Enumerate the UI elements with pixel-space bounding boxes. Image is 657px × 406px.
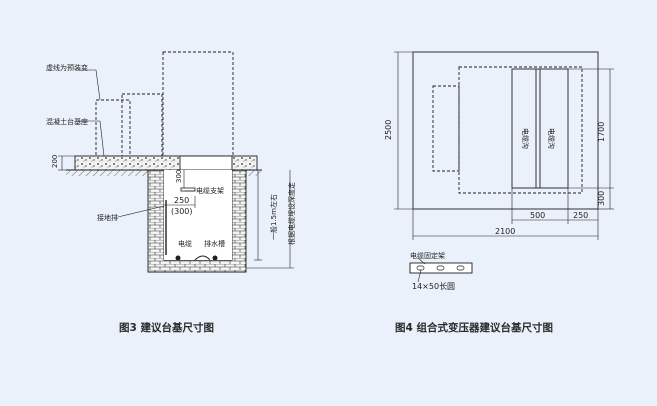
label-concrete-base: 混凝土台基座 [46, 117, 88, 126]
label-slot-size: 14×50长圆 [412, 281, 455, 291]
figure-4: 电缆 沟 电缆 沟 2500 1700 300 500 250 [384, 51, 614, 334]
label-dashed-substation: 虚线为预装变 [46, 63, 88, 72]
label-trench-right: 电缆 [547, 128, 556, 142]
cable-support-bar [180, 187, 196, 192]
cable-circle-2 [212, 255, 218, 261]
left-small-dashed [432, 85, 460, 172]
slab-opening [179, 155, 233, 171]
label-300-fig4: 300 [597, 191, 606, 206]
ground-hatch-right [246, 170, 262, 176]
prefab-substation-outline [95, 51, 234, 157]
dim-1700-300 [568, 68, 614, 210]
label-depth-note: 根据电缆埋设深度定 [287, 182, 296, 245]
label-300: 300 [175, 170, 183, 183]
dim-250 [164, 196, 196, 208]
label-ground-bar: 接地排 [97, 213, 118, 222]
dim-2100 [412, 209, 598, 240]
label-cable: 电缆 [178, 239, 192, 248]
label-2100: 2100 [495, 227, 515, 236]
ground-hatch-left [66, 170, 148, 176]
label-250: 250 [174, 196, 189, 205]
drain-groove [194, 255, 211, 261]
caption-fig4: 图4 组合式变压器建议台基尺寸图 [395, 321, 553, 334]
figure-3: 虚线为预装变 混凝土台基座 200 300 电缆支架 250 (300) 接地排… [46, 51, 296, 334]
outer-base [412, 51, 599, 210]
cable-fixing-bracket [409, 262, 473, 274]
cable-circle-1 [175, 255, 181, 261]
label-cable-fixing: 电缆固定架 [410, 251, 445, 260]
dim-200 [58, 155, 76, 171]
label-1700: 1700 [597, 122, 606, 142]
label-trench-left-2: 沟 [521, 142, 530, 149]
label-200: 200 [51, 155, 59, 168]
pit-interior [164, 170, 232, 260]
label-depth: 一般1.5m左右 [269, 194, 278, 240]
transformer-outline-dashed [458, 66, 583, 194]
label-250-fig4: 250 [573, 211, 588, 220]
label-cable-support: 电缆支架 [196, 186, 224, 195]
dim-500-250 [511, 188, 599, 240]
caption-fig3: 图3 建议台基尺寸图 [119, 321, 214, 334]
dim-2500 [394, 51, 413, 210]
label-2500: 2500 [384, 120, 393, 140]
label-trench-right-2: 沟 [547, 142, 556, 149]
dim-depth [246, 170, 294, 269]
label-300-paren: (300) [171, 207, 193, 216]
label-500: 500 [530, 211, 545, 220]
label-trench-left: 电缆 [521, 128, 530, 142]
label-drain: 排水槽 [204, 239, 225, 248]
